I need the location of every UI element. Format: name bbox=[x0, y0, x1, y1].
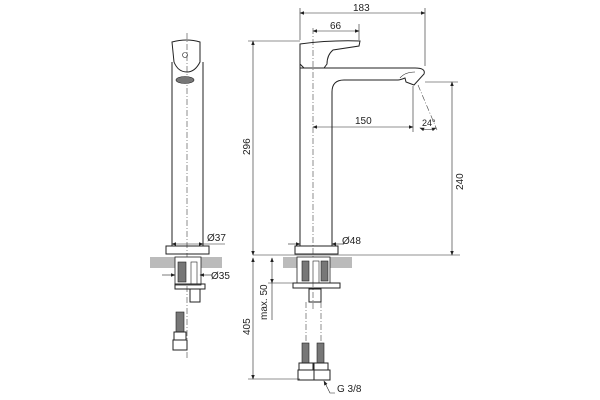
hose-a-ferrule bbox=[298, 362, 314, 371]
dim-body-diameter: Ø37 bbox=[207, 233, 226, 244]
hose-a-fitting bbox=[297, 369, 315, 381]
leader-connection-thread bbox=[323, 380, 335, 394]
front-nut bbox=[308, 288, 322, 303]
side-view: Ø37 Ø35 bbox=[150, 33, 230, 360]
hose-b-lower bbox=[316, 342, 325, 364]
dim-lever-offset: 66 bbox=[330, 21, 342, 32]
hose-b-fitting bbox=[313, 369, 331, 381]
side-body bbox=[171, 62, 204, 246]
side-indicator-dot bbox=[182, 52, 188, 58]
side-nut bbox=[189, 288, 201, 303]
dim-connection-thread: G 3/8 bbox=[337, 384, 362, 395]
spout-edge bbox=[399, 71, 416, 79]
side-flange bbox=[165, 245, 210, 255]
dim-overall-reach: 183 bbox=[353, 3, 370, 14]
spray-line bbox=[417, 84, 438, 131]
side-hose-ferrule bbox=[173, 331, 187, 341]
dim-base-diameter: Ø48 bbox=[342, 236, 361, 247]
front-view: 183 66 296 150 24° 240 Ø48 max. 50 405 bbox=[242, 3, 466, 395]
dim-spout-height: 240 bbox=[455, 173, 466, 190]
dim-shank-diameter: Ø35 bbox=[211, 271, 230, 282]
dim-hose-length: 405 bbox=[242, 318, 253, 335]
hose-b-ferrule bbox=[313, 362, 329, 371]
front-plate bbox=[292, 282, 341, 289]
front-hose-a bbox=[301, 260, 310, 282]
dim-overall-height: 296 bbox=[242, 138, 253, 155]
aerator bbox=[175, 76, 195, 84]
side-hose-b bbox=[175, 311, 185, 333]
side-hose-fitting bbox=[172, 339, 188, 351]
front-lever bbox=[299, 40, 361, 69]
front-spout bbox=[300, 67, 425, 246]
hose-a-lower bbox=[301, 342, 310, 364]
dim-spout-reach: 150 bbox=[355, 116, 372, 127]
dim-arc-spray-angle bbox=[419, 127, 437, 132]
front-hose-b bbox=[320, 260, 329, 282]
side-lever-head bbox=[171, 39, 201, 73]
dim-spray-angle: 24° bbox=[422, 118, 436, 128]
dim-max-deck-thickness: max. 50 bbox=[259, 284, 270, 320]
side-hose-a bbox=[177, 261, 187, 283]
front-flange bbox=[294, 245, 339, 255]
